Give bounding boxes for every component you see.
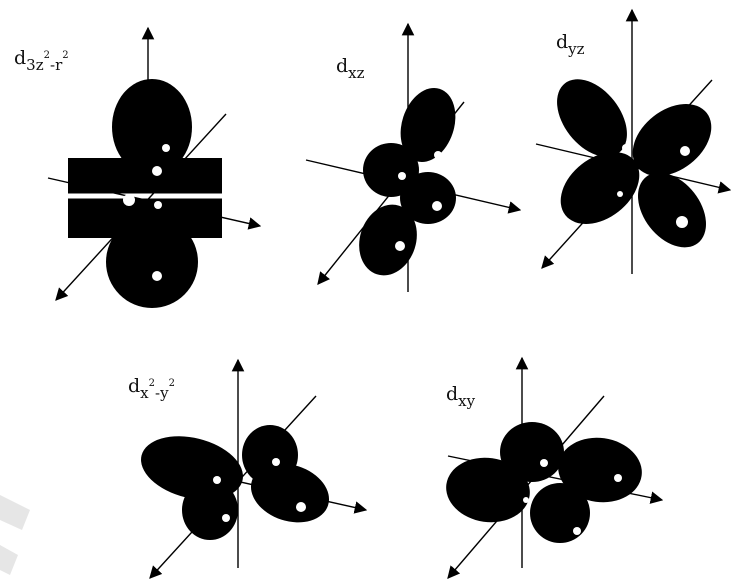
torus-ring-upper [68,158,222,194]
highlight-dot [162,144,170,152]
orbital-label-dyz: dyz [556,31,585,58]
watermark-mark [0,495,30,575]
highlight-dot [296,502,306,512]
orbital-label-dxy: dxy [446,383,476,410]
orbital-dx2y2: dx2-y2 [128,360,366,578]
highlight-dot [434,151,442,159]
highlight-dot [540,459,548,467]
orbital-dyz: dyz [536,10,730,274]
lobe-upper-left [543,66,641,170]
highlight-dot [152,271,162,281]
highlight-dot [398,172,406,180]
orbital-label-dxz: dxz [336,55,365,82]
highlight-dot [154,201,162,209]
orbital-label-dz2: d3z2-r2 [14,47,69,74]
highlight-dot [432,201,442,211]
highlight-dot [395,241,405,251]
highlight-dot [523,497,529,503]
lobe-lower-left [182,480,238,540]
orbital-dxy: dxy [442,358,662,578]
orbital-dxz: dxz [306,24,520,292]
highlight-dot [152,166,162,176]
highlight-dot [680,146,690,156]
highlight-dot [213,476,221,484]
highlight-dot [614,474,622,482]
orbital-label-dx2y2: dx2-y2 [128,375,175,402]
highlight-dot [272,458,280,466]
highlight-dot [622,144,630,152]
highlight-dot [617,191,623,197]
highlight-dot [676,216,688,228]
orbital-dz2: d3z2-r2 [14,28,260,308]
torus-ring-lower [68,198,222,238]
highlight-dot [222,514,230,522]
highlight-dot [573,527,581,535]
lobe-right [400,172,456,224]
lobe-lower [530,483,590,543]
highlight-dot [123,194,135,206]
